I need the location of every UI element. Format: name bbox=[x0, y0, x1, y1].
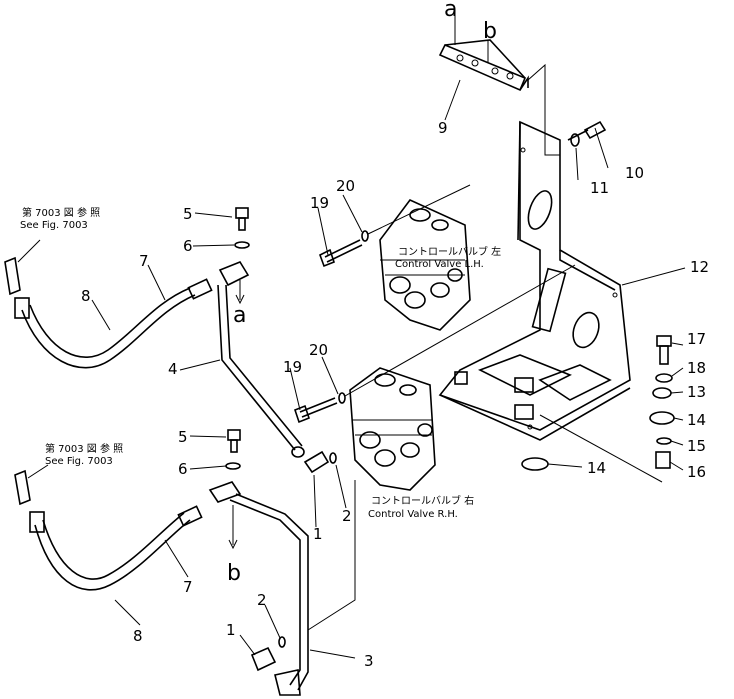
callout-15: 15 bbox=[687, 437, 706, 455]
callout-2-low: 2 bbox=[257, 591, 267, 609]
bracket-12 bbox=[438, 120, 631, 441]
tube-4 bbox=[217, 261, 305, 458]
callout-13: 13 bbox=[687, 383, 706, 401]
letter-b-mid: b bbox=[227, 561, 241, 586]
tube-3 bbox=[208, 480, 356, 696]
callout-6-upper: 6 bbox=[183, 237, 193, 255]
letter-a-top: a bbox=[444, 0, 457, 22]
callout-14-left: 14 bbox=[587, 459, 606, 477]
callout-5-lower: 5 bbox=[178, 428, 188, 446]
bolt-10 bbox=[567, 120, 607, 147]
valve-rh-en: Control Valve R.H. bbox=[368, 509, 458, 520]
callout-19-lower: 19 bbox=[283, 358, 302, 376]
callout-1-low: 1 bbox=[226, 621, 236, 639]
plate-9 bbox=[438, 10, 560, 156]
ref-note-2-en: See Fig. 7003 bbox=[45, 456, 113, 467]
callout-14-right: 14 bbox=[687, 411, 706, 429]
hose-lower bbox=[14, 464, 203, 591]
callout-11: 11 bbox=[590, 179, 609, 197]
elbow-1-mid bbox=[303, 450, 337, 474]
ref-note-1-en: See Fig. 7003 bbox=[20, 220, 88, 231]
bolt-19-lower bbox=[294, 264, 576, 424]
callout-6-lower: 6 bbox=[178, 460, 188, 478]
callout-7-lower: 7 bbox=[183, 578, 193, 596]
elbow-1-low bbox=[250, 636, 286, 672]
callout-1-mid: 1 bbox=[313, 525, 323, 543]
callout-9: 9 bbox=[438, 119, 448, 137]
callout-20-upper: 20 bbox=[336, 177, 355, 195]
callout-5-upper: 5 bbox=[183, 205, 193, 223]
valve-lh-en: Control Valve L.H. bbox=[395, 259, 484, 270]
hose-upper bbox=[4, 239, 213, 369]
callout-8-upper: 8 bbox=[81, 287, 91, 305]
callout-2-mid: 2 bbox=[342, 507, 352, 525]
bolt-5-upper bbox=[234, 207, 250, 249]
leader-lines bbox=[91, 79, 686, 659]
callout-12: 12 bbox=[690, 258, 709, 276]
callout-20-lower: 20 bbox=[309, 341, 328, 359]
callout-4: 4 bbox=[168, 360, 178, 378]
valve-lh-jp: コントロールバルブ 左 bbox=[398, 245, 501, 258]
valve-rh-jp: コントロールバルブ 右 bbox=[371, 494, 474, 507]
bolt-5-lower bbox=[225, 429, 241, 470]
callout-19-upper: 19 bbox=[310, 194, 329, 212]
notes: 第 7003 図 参 照 See Fig. 7003 第 7003 図 参 照 … bbox=[20, 206, 501, 520]
letter-a-mid: a bbox=[233, 303, 246, 328]
callout-labels: 9 10 11 12 19 20 19 20 5 6 5 6 7 8 4 7 8… bbox=[81, 119, 709, 670]
ref-note-1-jp: 第 7003 図 参 照 bbox=[22, 206, 100, 219]
callout-7-upper: 7 bbox=[139, 252, 149, 270]
callout-8-lower: 8 bbox=[133, 627, 143, 645]
bolt-19-upper bbox=[319, 184, 471, 268]
control-valve-lh bbox=[379, 199, 471, 331]
callout-17: 17 bbox=[687, 330, 706, 348]
callout-16: 16 bbox=[687, 463, 706, 481]
hardware-stack bbox=[521, 335, 675, 483]
callout-10: 10 bbox=[625, 164, 644, 182]
ref-note-2-jp: 第 7003 図 参 照 bbox=[45, 442, 123, 455]
callout-18: 18 bbox=[687, 359, 706, 377]
callout-3: 3 bbox=[364, 652, 374, 670]
letter-b-top: b bbox=[483, 19, 497, 44]
connection-letters: a b a b bbox=[227, 0, 497, 586]
